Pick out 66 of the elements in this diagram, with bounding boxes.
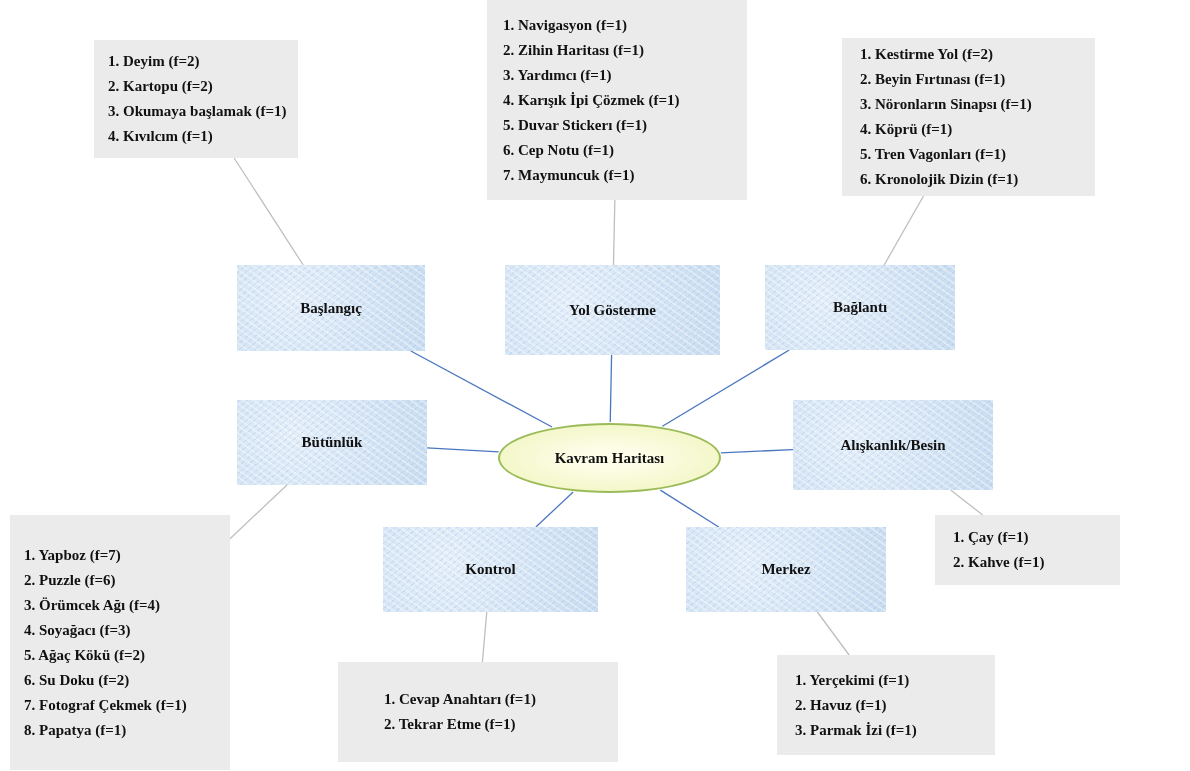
category-label: Bağlantı bbox=[832, 299, 888, 316]
list-item: 2. Tekrar Etme (f=1) bbox=[384, 715, 517, 734]
list-item: 5. Ağaç Kökü (f=2) bbox=[24, 645, 147, 665]
list-item: 4. Soyağacı (f=3) bbox=[24, 620, 132, 640]
list-item: 3. Yardımcı (f=1) bbox=[503, 65, 613, 85]
list-item: 1. Kestirme Yol (f=2) bbox=[860, 45, 994, 64]
list-item: 3. Nöronların Sinapsı (f=1) bbox=[860, 95, 1033, 114]
category-label: Kontrol bbox=[465, 561, 516, 578]
category-label: Alışkanlık/Besin bbox=[840, 436, 946, 454]
list-item: 6. Cep Notu (f=1) bbox=[503, 140, 616, 160]
list-item: 3. Okumaya başlamak (f=1) bbox=[108, 102, 284, 121]
category-box bbox=[383, 527, 598, 612]
list-item: 2. Beyin Fırtınası (f=1) bbox=[860, 70, 1007, 89]
category-box bbox=[793, 400, 993, 490]
list-item: 8. Papatya (f=1) bbox=[24, 720, 128, 740]
connector-line bbox=[229, 484, 288, 540]
connector-line bbox=[720, 448, 794, 454]
list-item: 3. Örümcek Ağı (f=4) bbox=[24, 595, 162, 615]
category-box bbox=[686, 527, 886, 612]
category-box bbox=[237, 400, 427, 485]
list-panel bbox=[935, 515, 1120, 585]
connector-line bbox=[535, 491, 574, 528]
list-item: 6. Su Doku (f=2) bbox=[24, 670, 131, 690]
connector-line bbox=[950, 489, 984, 516]
list-item: 5. Duvar Stickerı (f=1) bbox=[503, 115, 649, 135]
category-label: Merkez bbox=[761, 561, 811, 578]
list-item: 7. Fotograf Çekmek (f=1) bbox=[24, 695, 188, 715]
connector-line bbox=[612, 199, 616, 266]
list-panel bbox=[338, 662, 618, 762]
list-item: 4. Kıvılcım (f=1) bbox=[108, 127, 214, 146]
connector-line bbox=[410, 350, 553, 428]
list-item: 2. Puzzle (f=6) bbox=[24, 570, 117, 590]
list-item: 2. Kartopu (f=2) bbox=[108, 77, 214, 96]
category-label: Başlangıç bbox=[300, 299, 362, 317]
list-item: 1. Cevap Anahtarı (f=1) bbox=[384, 690, 537, 709]
list-item: 2. Zihin Haritası (f=1) bbox=[503, 40, 646, 60]
category-box bbox=[237, 265, 425, 351]
list-panel bbox=[842, 38, 1095, 196]
list-item: 6. Kronolojik Dizin (f=1) bbox=[860, 170, 1020, 189]
list-item: 3. Parmak İzi (f=1) bbox=[795, 720, 918, 740]
list-panel bbox=[487, 0, 747, 200]
list-item: 1. Çay (f=1) bbox=[953, 528, 1030, 547]
list-item: 2. Havuz (f=1) bbox=[795, 695, 888, 715]
list-item: 2. Kahve (f=1) bbox=[953, 553, 1046, 572]
central-label: Kavram Haritası bbox=[554, 449, 665, 467]
category-label: Bütünlük bbox=[301, 434, 363, 451]
category-box bbox=[505, 265, 720, 355]
connector-line bbox=[481, 611, 488, 663]
list-item: 4. Karışık İpi Çözmek (f=1) bbox=[503, 90, 681, 110]
connector-line bbox=[816, 611, 850, 656]
category-box bbox=[765, 265, 955, 350]
list-item: 1. Navigasyon (f=1) bbox=[503, 15, 628, 35]
list-panel bbox=[10, 515, 230, 770]
list-item: 7. Maymuncuk (f=1) bbox=[503, 165, 636, 185]
list-panel bbox=[777, 655, 995, 755]
connector-line bbox=[883, 195, 925, 266]
connector-line bbox=[609, 354, 613, 423]
connector-line bbox=[233, 157, 304, 266]
list-panel bbox=[94, 40, 298, 158]
connector-line bbox=[426, 447, 500, 453]
category-label: Yol Gösterme bbox=[568, 301, 657, 319]
list-item: 1. Deyim (f=2) bbox=[108, 52, 201, 71]
list-item: 4. Köprü (f=1) bbox=[860, 120, 954, 139]
list-item: 5. Tren Vagonları (f=1) bbox=[860, 145, 1008, 164]
list-item: 1. Yapboz (f=7) bbox=[24, 545, 122, 565]
list-item: 1. Yerçekimi (f=1) bbox=[795, 670, 911, 690]
